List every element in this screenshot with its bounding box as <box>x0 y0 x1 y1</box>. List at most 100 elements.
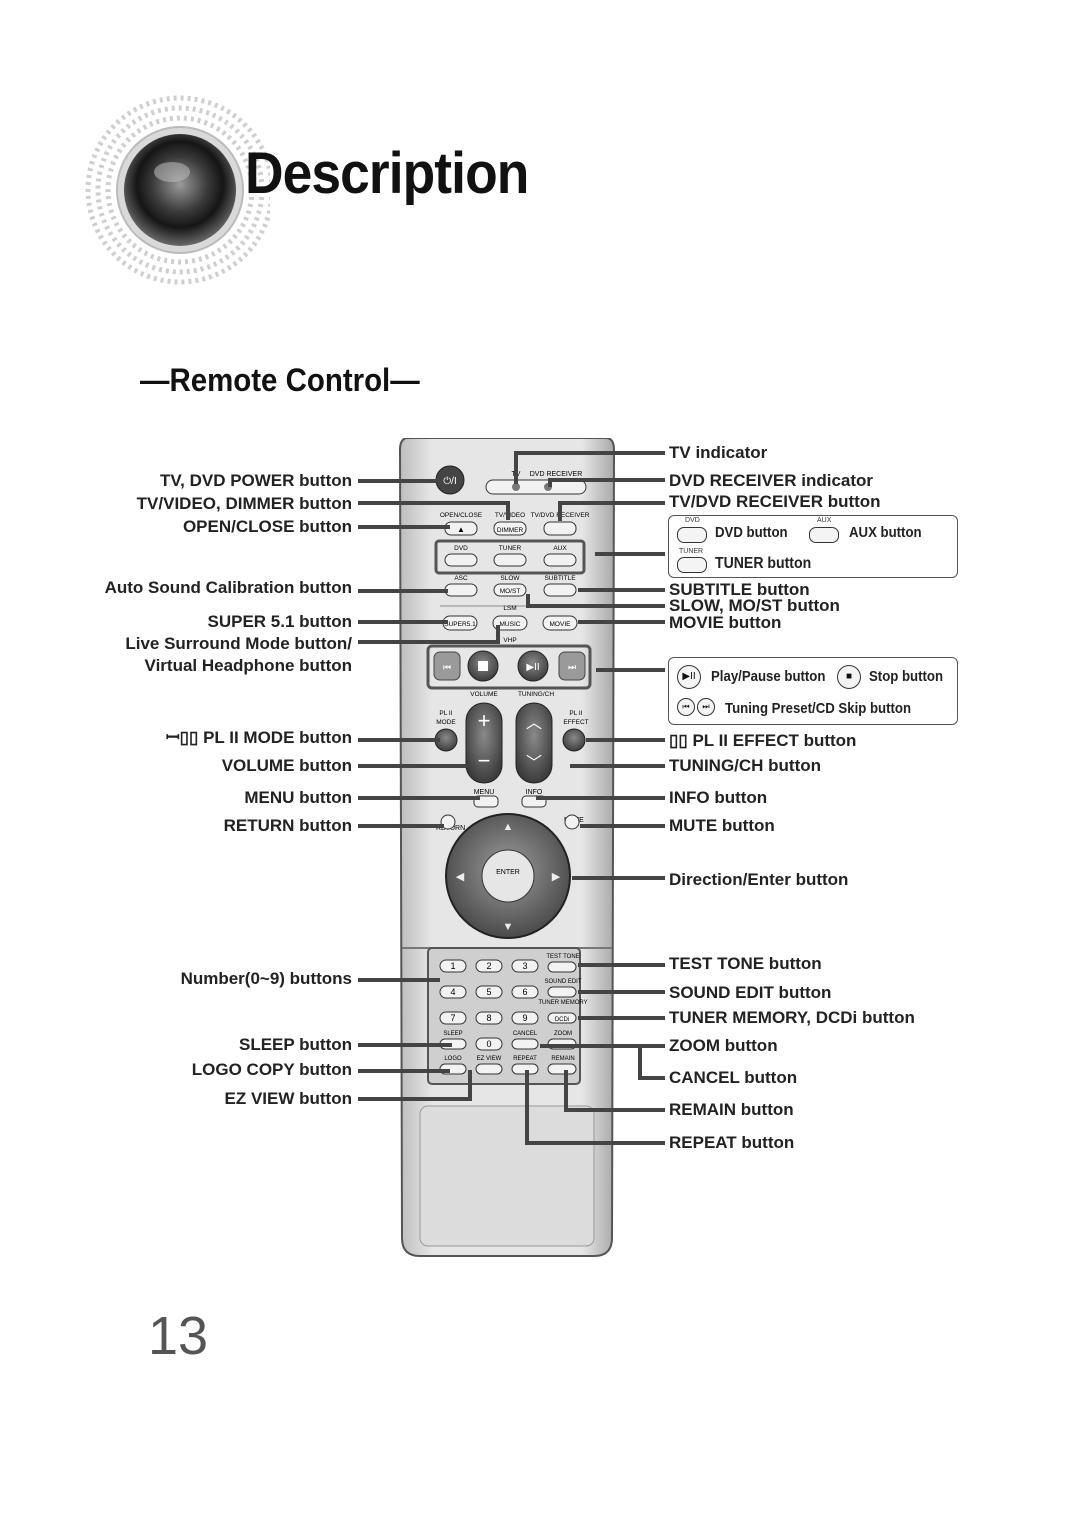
svg-text:▼: ▼ <box>503 921 514 933</box>
label-super51: SUPER 5.1 button <box>207 612 352 631</box>
label-numbers: Number(0~9) buttons <box>180 969 352 988</box>
svg-text:TV/VIDEO: TV/VIDEO <box>495 512 525 519</box>
svg-text:SOUND EDIT: SOUND EDIT <box>544 979 581 985</box>
svg-text:▲: ▲ <box>503 821 514 833</box>
label-remain: REMAIN button <box>669 1100 794 1119</box>
key-tv: TV <box>512 471 521 478</box>
aux-button-icon <box>809 527 839 543</box>
label-tv-dvd-power: TV, DVD POWER button <box>159 471 352 490</box>
label-repeat: REPEAT button <box>669 1133 795 1152</box>
svg-text:ENTER: ENTER <box>496 869 520 876</box>
svg-text:2: 2 <box>486 961 491 971</box>
speaker-logo <box>85 95 270 285</box>
svg-text:TEST TONE: TEST TONE <box>546 954 579 960</box>
label-tuning-ch: TUNING/CH button <box>669 756 822 775</box>
svg-text:INFO: INFO <box>526 789 543 796</box>
label-asc: Auto Sound Calibration button <box>104 578 352 597</box>
svg-text:MENU: MENU <box>474 789 495 796</box>
svg-text:ASC: ASC <box>454 575 468 582</box>
svg-text:DVD: DVD <box>454 545 468 552</box>
stop-icon: ■ <box>837 665 861 689</box>
label-dvd-receiver-indicator: DVD RECEIVER indicator <box>669 471 874 490</box>
label-tv-indicator: TV indicator <box>669 443 768 462</box>
svg-text:9: 9 <box>522 1013 527 1023</box>
svg-text:⏮: ⏮ <box>443 662 451 672</box>
svg-text:6: 6 <box>522 987 527 997</box>
page-title: Description <box>245 141 529 206</box>
dolby-icon: ꟷ︎▯▯ <box>165 728 204 747</box>
svg-text:TV/DVD RECEIVER: TV/DVD RECEIVER <box>531 512 590 519</box>
svg-text:−: − <box>478 748 491 773</box>
svg-text:PL II: PL II <box>569 710 582 717</box>
label-tuner-memory: TUNER MEMORY, DCDi button <box>669 1008 915 1027</box>
svg-text:MO/ST: MO/ST <box>500 588 521 595</box>
label-sleep: SLEEP button <box>238 1035 352 1054</box>
label-return: RETURN button <box>223 816 352 835</box>
key-dvd-receiver: DVD RECEIVER <box>530 471 583 478</box>
legend-tuner-button: TUNER button <box>715 555 812 572</box>
legend-aux-button: AUX button <box>849 524 922 541</box>
svg-text:LOGO: LOGO <box>444 1056 462 1062</box>
label-direction-enter: Direction/Enter button <box>669 870 849 889</box>
svg-text:⏭: ⏭ <box>568 662 576 672</box>
svg-text:MOVIE: MOVIE <box>550 621 572 628</box>
legend-dvd-button: DVD button <box>715 524 788 541</box>
label-tv-dvd-receiver: TV/DVD RECEIVER button <box>669 492 881 511</box>
label-movie: MOVIE button <box>669 613 782 632</box>
svg-text:MODE: MODE <box>436 719 456 726</box>
svg-text:+: + <box>478 708 491 733</box>
label-zoom: ZOOM button <box>669 1036 778 1055</box>
label-mute: MUTE button <box>669 816 775 835</box>
label-menu: MENU button <box>244 788 352 807</box>
svg-text:▲: ▲ <box>457 525 465 534</box>
label-cancel: CANCEL button <box>669 1068 798 1087</box>
legend-stop: Stop button <box>869 668 944 685</box>
svg-text:▶: ▶ <box>552 871 561 883</box>
svg-text:⏻/I: ⏻/I <box>443 476 456 487</box>
label-info: INFO button <box>669 788 768 807</box>
label-lsm: Live Surround Mode button/ <box>125 634 352 653</box>
svg-text:AUX: AUX <box>553 545 567 552</box>
label-volume: VOLUME button <box>221 756 352 775</box>
svg-text:REMAIN: REMAIN <box>551 1056 574 1062</box>
svg-text:PL II: PL II <box>439 710 452 717</box>
svg-text:︿: ︿ <box>526 715 542 732</box>
svg-text:TUNER MEMORY: TUNER MEMORY <box>538 1000 587 1006</box>
dvd-button-icon <box>677 527 707 543</box>
svg-text:MUSIC: MUSIC <box>500 621 521 628</box>
svg-text:EZ VIEW: EZ VIEW <box>477 1056 502 1062</box>
svg-text:SUBTITLE: SUBTITLE <box>544 575 576 582</box>
svg-text:▶II: ▶II <box>526 662 539 673</box>
label-test-tone: TEST TONE button <box>669 954 822 973</box>
svg-text:SUPER5.1: SUPER5.1 <box>444 621 476 628</box>
legend-play-pause: Play/Pause button <box>711 668 826 685</box>
svg-text:◀: ◀ <box>456 871 465 883</box>
svg-text:﹀: ﹀ <box>526 754 542 772</box>
svg-text:LSM: LSM <box>503 605 516 612</box>
label-ez-view: EZ VIEW button <box>224 1089 352 1108</box>
svg-text:TUNER: TUNER <box>499 545 522 552</box>
source-legend: DVD DVD button AUX AUX button TUNER TUNE… <box>668 515 958 578</box>
page-number: 13 <box>148 1306 209 1366</box>
label-pl-ii-mode: ꟷ︎▯▯ PL II MODE button <box>165 728 352 747</box>
svg-text:DCDi: DCDi <box>555 1017 569 1023</box>
svg-text:0: 0 <box>486 1039 491 1049</box>
remote-control: ⏻/I TV DVD RECEIVER OPEN/CLOSE TV/VIDEO … <box>398 438 616 1257</box>
legend-tuning-preset: Tuning Preset/CD Skip button <box>725 700 912 717</box>
svg-text:TUNING/CH: TUNING/CH <box>518 691 554 698</box>
dolby-icon: ▯▯ <box>669 731 693 750</box>
svg-text:CANCEL: CANCEL <box>513 1031 538 1037</box>
svg-text:3: 3 <box>522 961 527 971</box>
label-sound-edit: SOUND EDIT button <box>669 983 832 1002</box>
playback-legend: ▶II Play/Pause button ■ Stop button ⏮ ⏭ … <box>668 657 958 725</box>
svg-text:1: 1 <box>450 961 455 971</box>
svg-text:VHP: VHP <box>503 637 516 644</box>
tuner-button-icon <box>677 557 707 573</box>
label-subtitle: SUBTITLE button <box>669 580 810 599</box>
label-slow-most: SLOW, MO/ST button <box>669 596 840 615</box>
label-vhp: Virtual Headphone button <box>144 656 352 675</box>
label-pl-ii-effect: ▯▯ PL II EFFECT button <box>669 731 857 750</box>
svg-text:SLEEP: SLEEP <box>443 1031 462 1037</box>
svg-text:EFFECT: EFFECT <box>563 719 588 726</box>
skip-back-icon: ⏮ <box>677 698 695 716</box>
